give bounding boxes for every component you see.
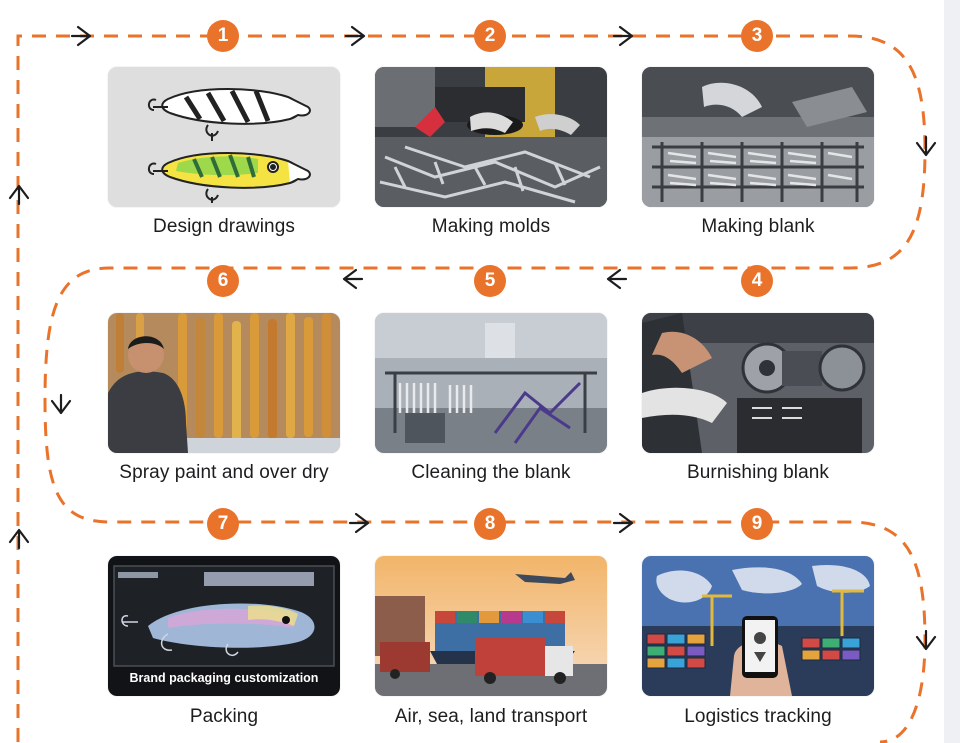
arrow-left-icon: [606, 268, 628, 290]
arrow-up-icon: [8, 184, 30, 206]
side-strip: [944, 0, 960, 743]
cleaning-blank-photo: [375, 313, 607, 453]
arrow-up-icon: [8, 528, 30, 550]
burnishing-blank-photo: [642, 313, 874, 453]
step-3-label: Making blank: [701, 216, 815, 237]
step-2-badge: 2: [474, 20, 506, 52]
arrow-right-icon: [612, 25, 634, 47]
packing-photo-caption: Brand packaging customization: [129, 671, 319, 685]
step-2-label: Making molds: [431, 216, 551, 237]
step-4-label: Burnishing blank: [686, 462, 830, 483]
logistics-tracking-photo: [642, 556, 874, 696]
step-5-label: Cleaning the blank: [411, 462, 571, 483]
arrow-right-icon: [348, 512, 370, 534]
arrow-down-icon: [915, 629, 937, 651]
step-3-badge: 3: [741, 20, 773, 52]
arrow-left-icon: [342, 268, 364, 290]
step-5-badge: 5: [474, 265, 506, 297]
arrow-right-icon: [70, 25, 92, 47]
step-6-label: Spray paint and over dry: [119, 462, 329, 483]
step-1-badge: 1: [207, 20, 239, 52]
design-drawings-photo: [108, 67, 340, 207]
arrow-down-icon: [915, 135, 937, 157]
arrow-right-icon: [612, 512, 634, 534]
spray-paint-photo: [108, 313, 340, 453]
step-8-badge: 8: [474, 508, 506, 540]
step-1-label: Design drawings: [153, 216, 295, 237]
step-8-label: Air, sea, land transport: [394, 706, 588, 727]
step-9-label: Logistics tracking: [684, 706, 832, 727]
step-9-badge: 9: [741, 508, 773, 540]
step-6-badge: 6: [207, 265, 239, 297]
making-blank-photo: [642, 67, 874, 207]
making-molds-photo: [375, 67, 607, 207]
step-7-label: Packing: [189, 706, 259, 727]
arrow-down-icon: [50, 393, 72, 415]
transport-photo: [375, 556, 607, 696]
packing-photo: Brand packaging customization: [108, 556, 340, 696]
step-4-badge: 4: [741, 265, 773, 297]
arrow-right-icon: [344, 25, 366, 47]
step-7-badge: 7: [207, 508, 239, 540]
